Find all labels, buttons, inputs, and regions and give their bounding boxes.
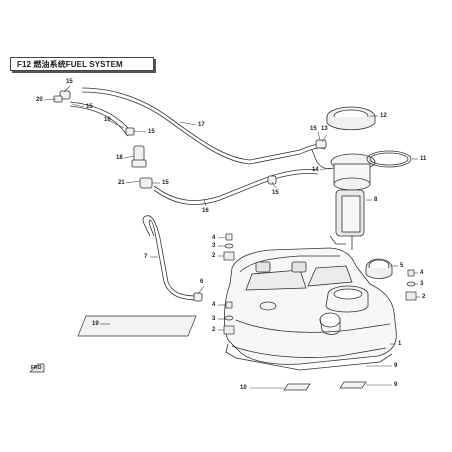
fasteners [223,233,417,335]
lock-ring [326,106,376,131]
callout-3a: 3 [212,243,216,249]
callout-15a: 15 [66,79,73,85]
callout-15b: 15 [86,104,93,110]
callout-15e: 15 [272,190,279,196]
filler-neck [319,285,369,335]
callout-9b: 9 [394,382,398,388]
callout-21: 21 [118,180,125,186]
callout-17: 17 [198,122,205,128]
callout-16b: 16 [202,208,209,214]
callout-15f: 15 [310,126,317,132]
front-badge-label: FRO [31,365,42,371]
callout-2c: 2 [212,327,216,333]
callout-4c: 4 [212,302,216,308]
callout-14: 14 [312,167,319,173]
callout-10: 10 [240,385,247,391]
clamps [53,90,327,311]
callout-18: 18 [116,155,123,161]
callout-5: 5 [400,263,404,269]
callout-9a: 9 [394,363,398,369]
callout-11: 11 [420,156,427,162]
callout-4a: 4 [212,235,216,241]
fuel-pump [329,153,376,250]
callout-4b: 4 [420,270,424,276]
callout-13: 13 [321,126,328,132]
callout-1: 1 [398,341,402,347]
callout-2b: 2 [422,294,426,300]
callout-8: 8 [374,197,378,203]
pads [77,315,367,391]
callout-15d: 15 [162,180,169,186]
callout-16a: 16 [104,117,111,123]
callout-12: 12 [380,113,387,119]
diagram-title-box: F12 燃油系统FUEL SYSTEM [10,57,154,71]
diagram-title: F12 燃油系统FUEL SYSTEM [17,59,123,69]
callout-19: 19 [92,321,99,327]
callout-3c: 3 [212,316,216,322]
leader-lines [43,85,420,389]
callout-3b: 3 [420,281,424,287]
front-arrow-icon [29,363,45,373]
callout-6: 6 [200,279,204,285]
callout-15c: 15 [148,129,155,135]
callout-2a: 2 [212,253,216,259]
fuel-cap [365,258,393,279]
callout-7: 7 [144,254,148,260]
callout-20: 20 [36,97,43,103]
seal-ring [366,150,412,168]
fuel-tank [224,247,397,371]
hoses [69,87,335,301]
